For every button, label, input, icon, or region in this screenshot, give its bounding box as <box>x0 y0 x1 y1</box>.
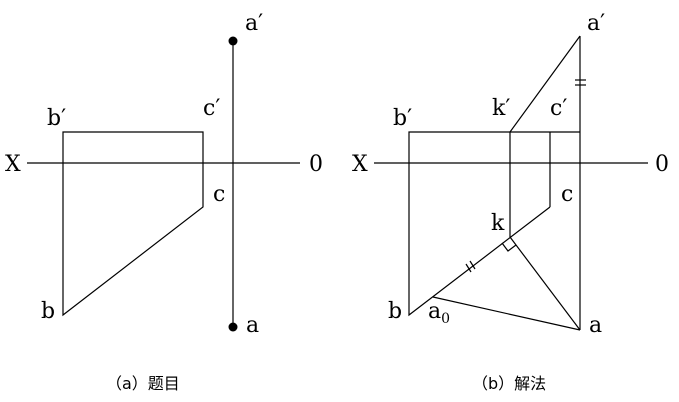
label-a0-base: a <box>428 299 441 324</box>
label-k-prime: k′ <box>492 96 510 121</box>
line-a0-a <box>432 296 581 331</box>
label-a0-subscript: 0 <box>441 311 450 327</box>
label-c: c <box>213 182 225 207</box>
top-projection-bc <box>62 163 204 317</box>
equal-tick-mark <box>465 263 472 273</box>
label-a-prime: a′ <box>245 11 263 36</box>
caption-b: （b）解法 <box>472 374 546 393</box>
label-k: k <box>491 211 505 236</box>
label-b: b <box>41 299 55 324</box>
right-angle-mark <box>501 242 517 252</box>
front-projection-bc <box>408 131 580 163</box>
point-a-prime <box>228 36 238 46</box>
label-c: c <box>561 182 573 207</box>
label-a: a <box>589 313 602 338</box>
label-x: X <box>5 152 21 177</box>
panel-b-solution: X 0 a′ b′ k′ c′ c k b a0 a （b）解法 <box>352 11 669 393</box>
label-c-prime: c′ <box>203 96 220 121</box>
label-o: 0 <box>655 152 669 177</box>
label-b-prime: b′ <box>47 106 66 131</box>
label-a0: a0 <box>428 299 450 327</box>
top-projection-bc <box>408 163 551 317</box>
point-a <box>228 322 238 332</box>
line-k-prime-a-prime <box>509 35 581 133</box>
panel-a-problem: X 0 a′ b′ c′ c b a （a）题目 <box>5 11 323 393</box>
label-x: X <box>352 152 368 177</box>
label-b: b <box>388 299 402 324</box>
label-b-prime: b′ <box>393 106 412 131</box>
line-k-a <box>509 236 581 331</box>
label-a-prime: a′ <box>587 11 605 36</box>
front-projection-bc <box>62 131 204 163</box>
caption-a: （a）题目 <box>106 374 180 393</box>
equal-tick-mark <box>469 260 476 270</box>
label-c-prime: c′ <box>550 96 567 121</box>
label-o: 0 <box>309 152 323 177</box>
label-a: a <box>246 313 259 338</box>
